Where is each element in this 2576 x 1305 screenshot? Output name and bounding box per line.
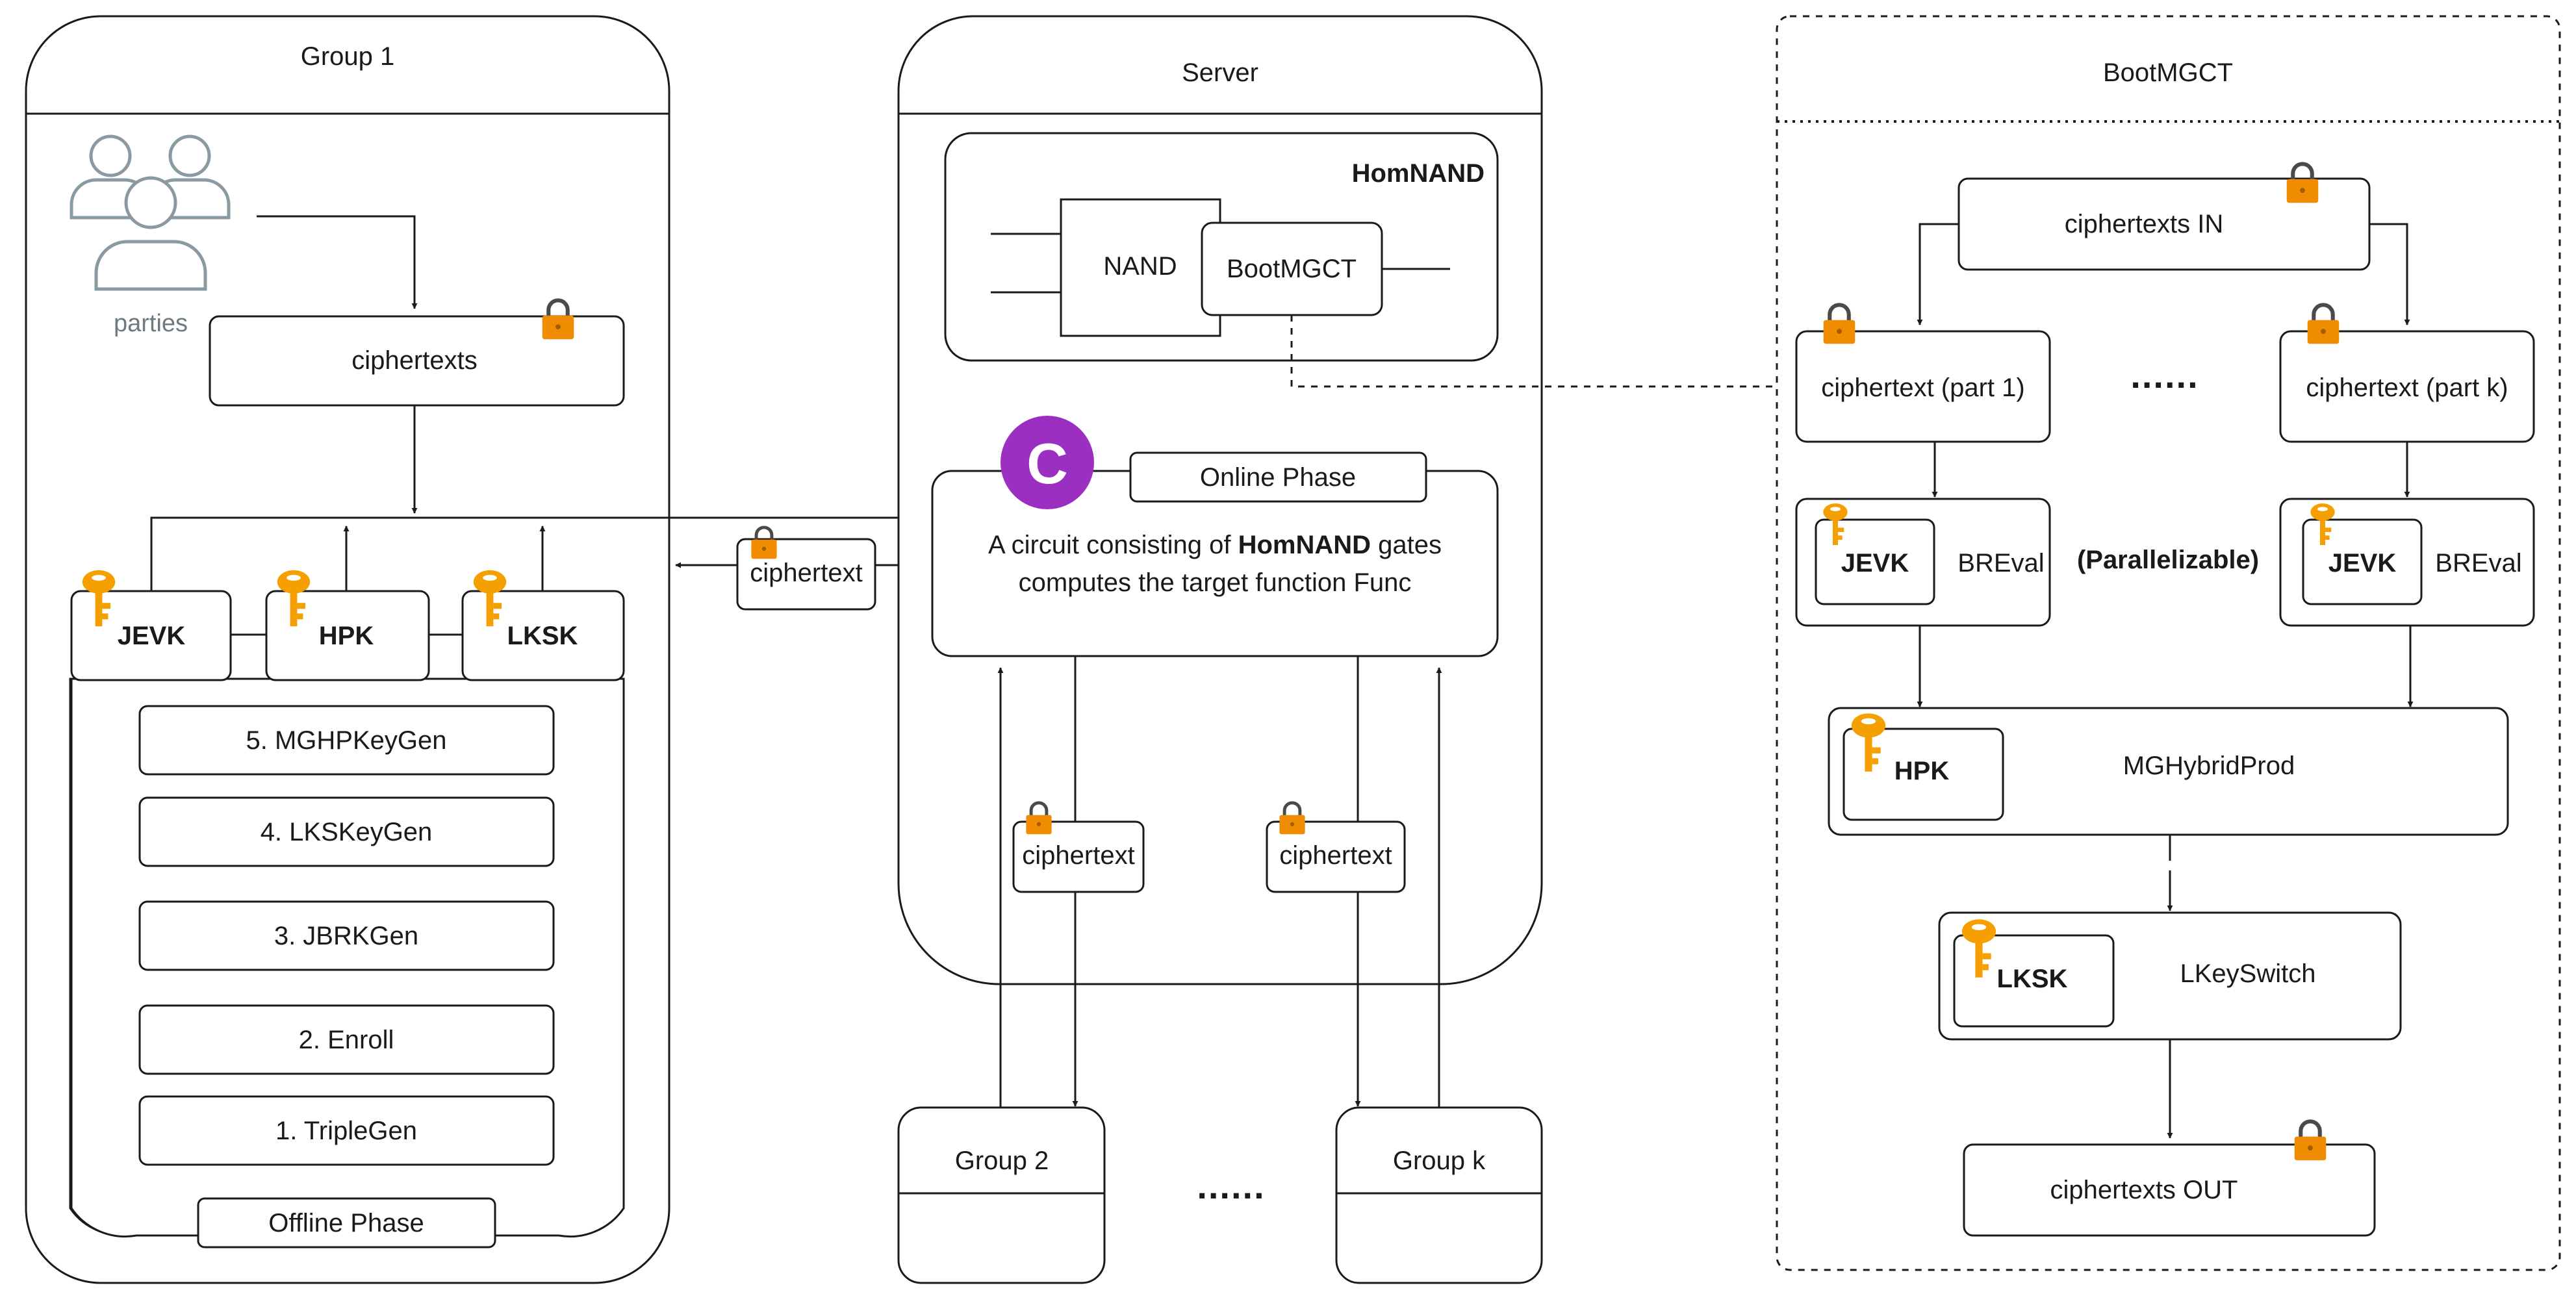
nand-label: NAND [1103,252,1177,281]
svg-text:ciphertext: ciphertext [750,559,862,587]
circle-c-icon: C [1001,416,1094,509]
hpk-key-box[interactable]: HPK [265,590,430,681]
step-lkskeygen[interactable]: 4. LKSKeyGen [138,796,555,867]
jevk-key-box[interactable]: JEVK [70,590,232,681]
svg-text:2. Enroll: 2. Enroll [299,1026,394,1054]
ciphertexts-out-label: ciphertexts OUT [2050,1176,2238,1204]
svg-text:ciphertext (part 1): ciphertext (part 1) [1821,374,2024,402]
jevk-label: JEVK [2328,549,2397,577]
online-phase-label: Online Phase [1200,463,1356,492]
group1-title: Group 1 [301,42,395,71]
breval-box-k[interactable]: JEVK BREval [2279,498,2535,627]
breval-label: BREval [1958,549,2044,577]
server-ciphertext-right[interactable]: ciphertext [1266,820,1406,893]
lock-icon [2295,1121,2327,1160]
server-ciphertext-left[interactable]: ciphertext [1012,820,1145,893]
users-icon [70,134,231,291]
svg-text:4. LKSKeyGen: 4. LKSKeyGen [261,818,433,846]
ciphertexts-in-box[interactable]: ciphertexts IN [1958,177,2371,271]
groups-ellipsis: ...... [1197,1165,1265,1206]
svg-text:ciphertext (part k): ciphertext (part k) [2306,374,2508,402]
circuit-box[interactable]: A circuit consisting of HomNAND gates co… [931,470,1499,657]
jevk-label: JEVK [118,622,186,650]
jevk-label: JEVK [1841,549,1909,577]
bootmgct-label: BootMGCT [1227,255,1357,283]
ciphertexts-in-label: ciphertexts IN [2065,210,2224,238]
step-mghpkeygen[interactable]: 5. MGHPKeyGen [138,705,555,776]
svg-text:ciphertext: ciphertext [1022,841,1134,870]
homnand-bootmgct-box[interactable]: BootMGCT [1201,222,1383,316]
ciphertext-partk-box[interactable]: ciphertext (part k) [2279,330,2535,443]
breval-label: BREval [2435,549,2521,577]
parallelizable-label: (Parallelizable) [2077,546,2259,574]
offline-phase-label: Offline Phase [268,1209,424,1237]
svg-text:ciphertext: ciphertext [1279,841,1392,870]
group1-ciphertexts-box[interactable]: ciphertexts [209,315,625,407]
step-enroll[interactable]: 2. Enroll [138,1004,555,1075]
breval-box-1[interactable]: JEVK BREval [1795,498,2051,627]
online-phase-label-box: Online Phase [1129,451,1427,503]
hpk-label: HPK [1894,757,1950,785]
groupk-label: Group k [1393,1147,1486,1175]
homnand-title: HomNAND [1352,159,1485,188]
offline-phase-label-box: Offline Phase [197,1197,496,1248]
step-triplegen[interactable]: 1. TripleGen [138,1095,555,1166]
lkeyswitch-label: LKeySwitch [2180,959,2316,988]
group2-box[interactable]: Group 2 [897,1106,1106,1284]
lock-icon [751,527,776,559]
lock-icon [2287,164,2319,203]
mghybridprod-box[interactable]: HPK MGHybridProd [1828,707,2509,836]
parts-ellipsis: ...... [2130,355,2199,396]
lksk-key-box[interactable]: LKSK [461,590,625,681]
ciphertext-part1-box[interactable]: ciphertext (part 1) [1795,330,2051,443]
lkeyswitch-box[interactable]: LKSK LKeySwitch [1938,911,2402,1041]
lock-icon [2308,305,2340,344]
parties-label: parties [114,310,188,337]
svg-text:C: C [1027,431,1068,496]
mghybridprod-label: MGHybridProd [2123,752,2295,780]
circuit-line1: A circuit consisting of HomNAND gates [988,531,1442,559]
hpk-label: HPK [319,622,374,650]
svg-text:5. MGHPKeyGen: 5. MGHPKeyGen [246,726,446,755]
svg-text:3. JBRKGen: 3. JBRKGen [274,922,418,950]
group1-ciphertexts-label: ciphertexts [351,346,477,375]
lksk-label: LKSK [1997,965,2068,993]
lksk-label: LKSK [507,622,578,650]
svg-text:1. TripleGen: 1. TripleGen [275,1117,417,1145]
groupk-box[interactable]: Group k [1335,1106,1543,1284]
circuit-line2: computes the target function Func [1019,568,1412,597]
ciphertexts-out-box[interactable]: ciphertexts OUT [1963,1143,2376,1237]
server-title: Server [1182,58,1258,87]
bootmgct-panel: BootMGCT [1776,15,2561,1271]
step-jbrkgen[interactable]: 3. JBRKGen [138,900,555,971]
group2-label: Group 2 [955,1147,1049,1175]
bootmgct-title: BootMGCT [2103,58,2233,87]
lock-icon [1824,305,1855,344]
